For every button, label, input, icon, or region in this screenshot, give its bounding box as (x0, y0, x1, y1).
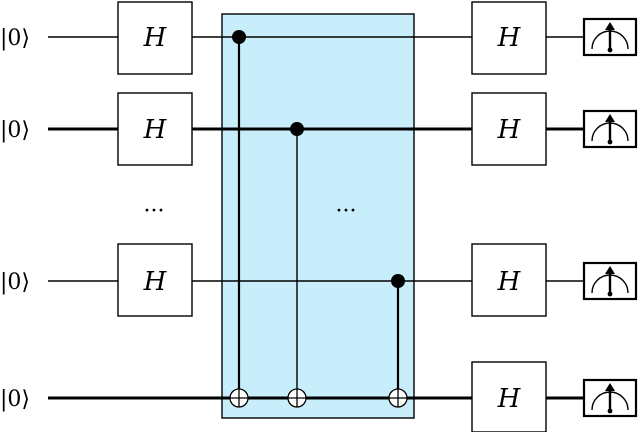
gate-label: H (143, 115, 168, 145)
gate-label: H (497, 384, 522, 414)
ellipsis-oracle: ··· (336, 199, 357, 224)
hadamard-gate-out-3: H (471, 243, 547, 317)
control-dot (391, 274, 405, 288)
input-state-1: |0⟩ (0, 26, 30, 51)
control-dot (232, 30, 246, 44)
cnot-gate-1 (229, 30, 249, 408)
gate-label: H (143, 267, 168, 297)
cnot-gate-2 (287, 122, 307, 408)
ellipsis-left: ··· (144, 199, 165, 224)
meter-icon (582, 261, 638, 301)
hadamard-gate-in-3: H (117, 243, 193, 317)
hadamard-gate-in-1: H (117, 1, 193, 75)
meter-icon (582, 17, 638, 57)
hadamard-gate-out-1: H (471, 1, 547, 75)
hadamard-gate-in-2: H (117, 92, 193, 166)
gate-label: H (497, 23, 522, 53)
gate-label: H (497, 267, 522, 297)
meter-icon (582, 378, 638, 418)
gate-label: H (497, 115, 522, 145)
cnot-gate-3 (388, 274, 408, 408)
meter-icon (582, 109, 638, 149)
input-state-4: |0⟩ (0, 387, 30, 412)
input-state-3: |0⟩ (0, 270, 30, 295)
gate-label: H (143, 23, 168, 53)
input-state-2: |0⟩ (0, 118, 30, 143)
oracle-box (221, 13, 415, 419)
hadamard-gate-out-4: H (471, 361, 547, 432)
control-dot (290, 122, 304, 136)
hadamard-gate-out-2: H (471, 92, 547, 166)
